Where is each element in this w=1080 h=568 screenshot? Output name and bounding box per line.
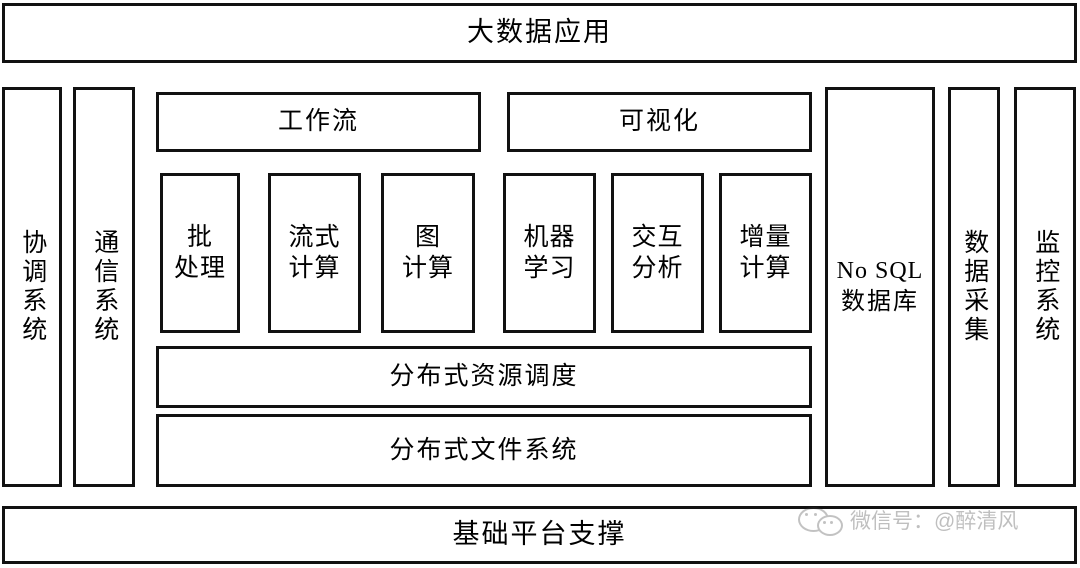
- stream-computing-label: 流式 计算: [288, 223, 341, 282]
- data-collection-label: 数据采集: [960, 229, 988, 345]
- big-data-application-label: 大数据应用: [467, 17, 612, 48]
- distributed-resource-scheduling-label: 分布式资源调度: [389, 363, 579, 391]
- box-interactive-analysis: 交互 分析: [611, 173, 704, 333]
- coordination-system-label: 协调系统: [18, 229, 46, 345]
- box-graph-computing: 图 计算: [381, 173, 475, 333]
- incremental-computing-label: 增量 计算: [739, 223, 792, 282]
- box-incremental-computing: 增量 计算: [719, 173, 812, 333]
- workflow-label: 工作流: [277, 108, 359, 136]
- nosql-database-label-line1: No SQL: [836, 257, 924, 284]
- monitoring-system-label: 监控系统: [1031, 229, 1059, 345]
- nosql-database-label-line2: 数据库: [841, 289, 919, 315]
- communication-system-label: 通信系统: [90, 229, 118, 345]
- infrastructure-platform-label: 基础平台支撑: [452, 519, 627, 550]
- bar-distributed-file-system: 分布式文件系统: [156, 414, 812, 487]
- bar-distributed-resource-scheduling: 分布式资源调度: [156, 346, 812, 408]
- big-data-application-banner: 大数据应用: [2, 3, 1077, 63]
- box-batch-processing: 批 处理: [160, 173, 240, 333]
- column-communication-system: 通信系统: [73, 87, 135, 487]
- bar-workflow: 工作流: [156, 92, 481, 152]
- column-nosql-database: No SQL 数据库: [825, 87, 935, 487]
- box-machine-learning: 机器 学习: [503, 173, 596, 333]
- machine-learning-label: 机器 学习: [523, 223, 576, 282]
- interactive-analysis-label: 交互 分析: [631, 223, 684, 282]
- infrastructure-platform-banner: 基础平台支撑: [2, 506, 1077, 564]
- batch-processing-label: 批 处理: [173, 223, 226, 282]
- graph-computing-label: 图 计算: [401, 223, 454, 282]
- column-coordination-system: 协调系统: [2, 87, 62, 487]
- bar-visualization: 可视化: [507, 92, 812, 152]
- distributed-file-system-label: 分布式文件系统: [389, 436, 579, 464]
- column-data-collection: 数据采集: [948, 87, 1000, 487]
- box-stream-computing: 流式 计算: [268, 173, 361, 333]
- visualization-label: 可视化: [618, 108, 700, 136]
- column-monitoring-system: 监控系统: [1014, 87, 1076, 487]
